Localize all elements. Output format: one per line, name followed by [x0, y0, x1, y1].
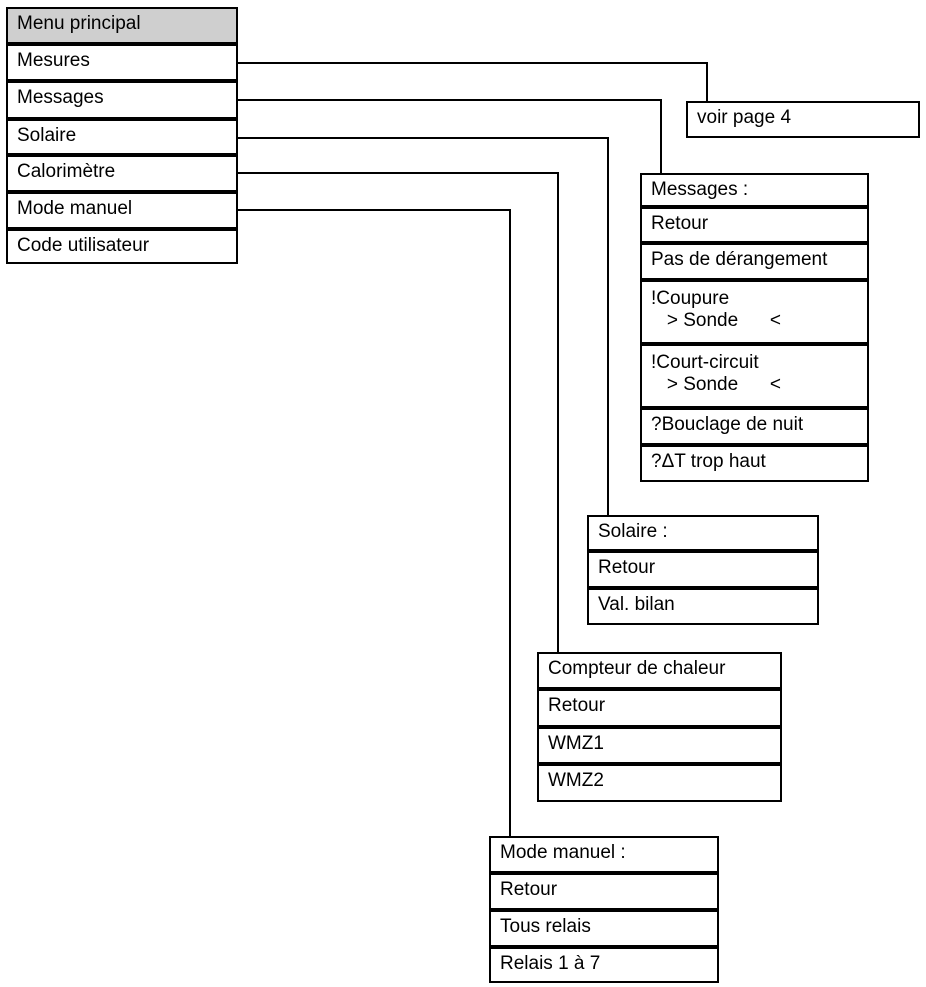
heat-meter-item-wmz1[interactable]: WMZ1: [537, 727, 782, 764]
manual-menu-title: Mode manuel :: [489, 836, 719, 873]
messages-item-coupure[interactable]: !Coupure > Sonde <: [640, 280, 869, 344]
manual-item-retour[interactable]: Retour: [489, 873, 719, 910]
connector-calorimetre: [237, 172, 559, 652]
main-menu-item-messages[interactable]: Messages: [6, 81, 238, 119]
heat-meter-menu-title: Compteur de chaleur: [537, 652, 782, 689]
solaire-item-val-bilan[interactable]: Val. bilan: [587, 588, 819, 625]
connector-messages: [237, 99, 662, 173]
messages-item-pas-de-derangement[interactable]: Pas de dérangement: [640, 243, 869, 280]
see-page-box: voir page 4: [686, 101, 920, 138]
manual-item-tous-relais[interactable]: Tous relais: [489, 910, 719, 947]
messages-item-court-circuit[interactable]: !Court-circuit > Sonde <: [640, 344, 869, 408]
solaire-item-retour[interactable]: Retour: [587, 551, 819, 588]
main-menu-item-mesures[interactable]: Mesures: [6, 44, 238, 81]
main-menu-item-solaire[interactable]: Solaire: [6, 119, 238, 155]
messages-item-delta-t-trop-haut[interactable]: ?ΔT trop haut: [640, 445, 869, 482]
connector-solaire: [237, 137, 609, 515]
messages-item-bouclage-de-nuit[interactable]: ?Bouclage de nuit: [640, 408, 869, 445]
messages-menu-title: Messages :: [640, 173, 869, 207]
heat-meter-item-retour[interactable]: Retour: [537, 689, 782, 727]
messages-item-retour[interactable]: Retour: [640, 207, 869, 243]
main-menu-title: Menu principal: [6, 7, 238, 44]
connector-mesures: [237, 62, 708, 101]
manual-item-relais-1-a-7[interactable]: Relais 1 à 7: [489, 947, 719, 983]
main-menu-item-mode-manuel[interactable]: Mode manuel: [6, 192, 238, 229]
main-menu-item-calorimetre[interactable]: Calorimètre: [6, 155, 238, 192]
solaire-menu-title: Solaire :: [587, 515, 819, 551]
heat-meter-item-wmz2[interactable]: WMZ2: [537, 764, 782, 802]
connector-mode-manuel: [237, 209, 511, 836]
main-menu-item-code-utilisateur[interactable]: Code utilisateur: [6, 229, 238, 264]
